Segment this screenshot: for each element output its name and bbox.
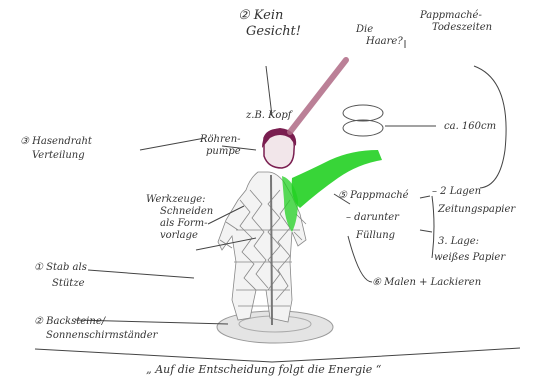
label-stab: ① Stab als (34, 262, 87, 273)
label-schneiden: Schneiden (160, 206, 213, 217)
label-groesse: ca. 160cm (444, 121, 496, 132)
label-zeitungspapier: Zeitungspapier (438, 204, 515, 215)
paper-roll-sketch (343, 105, 383, 121)
label-3-lage: 3. Lage: (438, 236, 479, 247)
label-darunter: – darunter (346, 212, 399, 223)
label-backsteine: ② Backsteine/ (34, 316, 105, 327)
pink-stick (290, 60, 346, 132)
label-pumpe: pumpe (206, 146, 241, 157)
label-weisses-papier: weißes Papier (434, 252, 505, 263)
label-vorlage: vorlage (160, 230, 198, 241)
label-pappmache-top: Pappmaché- (420, 10, 482, 21)
label-sonnenschirm: Sonnenschirmständer (46, 330, 157, 341)
label-2-lagen: – 2 Lagen (432, 186, 481, 197)
label-todeszeiten: Todeszeiten (432, 22, 492, 33)
label-gesicht: Gesicht! (246, 24, 301, 39)
label-fuellung: Füllung (356, 230, 395, 241)
label-verteilung: Verteilung (32, 150, 85, 161)
label-die: Die (356, 24, 373, 35)
label-haare: Haare? (366, 36, 403, 47)
stick-support (271, 175, 272, 325)
label-pappmache-step: ⑤ Pappmaché (338, 190, 409, 201)
label-hasendraht: ③ Hasendraht (20, 136, 92, 147)
paper-roll-sketch-2 (343, 120, 383, 136)
label-als-form: als Form- (160, 218, 208, 229)
label-werkzeuge: Werkzeuge: (146, 194, 206, 205)
label-stuetze: Stütze (52, 278, 85, 289)
label-kein-gesicht: ② Kein (238, 8, 283, 23)
label-kopf: z.B. Kopf (246, 110, 291, 121)
label-quote: „ Auf die Entscheidung folgt die Energie… (146, 364, 381, 375)
label-malen: ⑥ Malen + Lackieren (372, 277, 481, 288)
label-rohren: Röhren- (200, 134, 241, 145)
